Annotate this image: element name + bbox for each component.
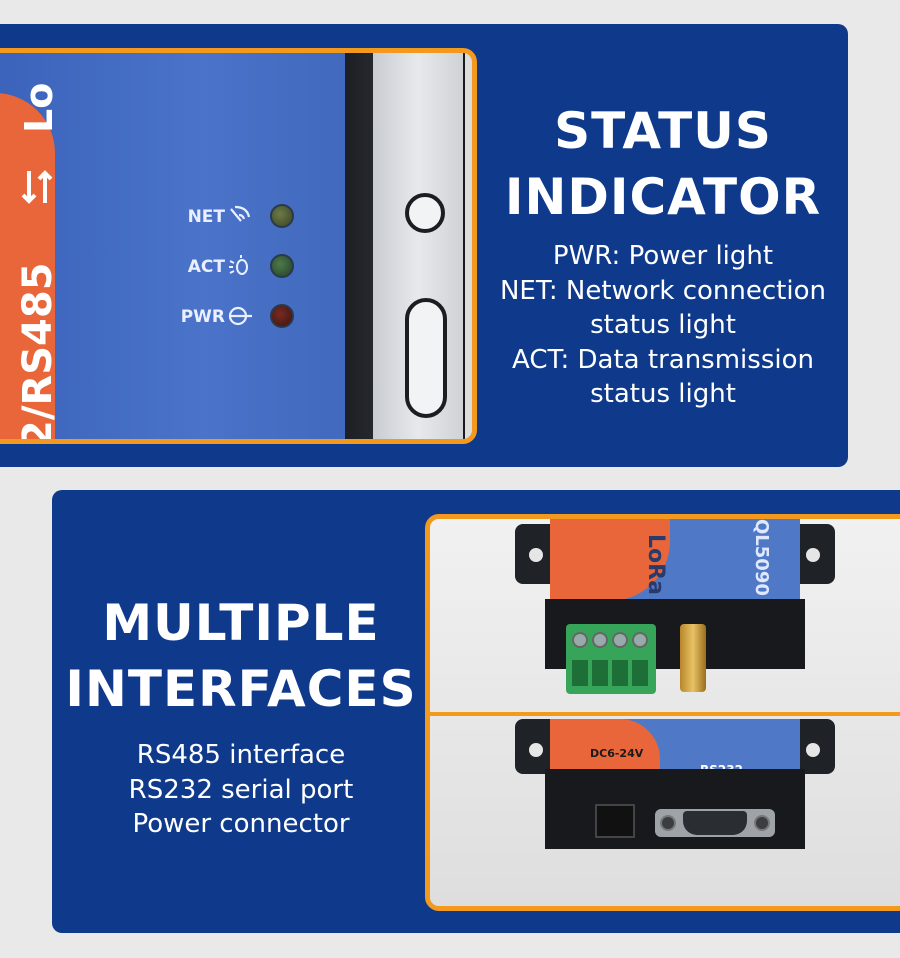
heading-line: INTERFACES (65, 660, 417, 718)
activity-bulb-icon (229, 255, 248, 275)
network-icon (230, 205, 251, 222)
device-side-label: 2/RS485 (15, 262, 61, 444)
model-label: QL5090 (751, 519, 772, 596)
status-indicator-heading: STATUS INDICATOR (478, 98, 848, 230)
db9-screw (754, 815, 770, 831)
db9-socket (683, 811, 747, 835)
description-line: NET: Network connection (499, 275, 826, 306)
description-line: RS232 serial port (128, 774, 354, 805)
led-net (270, 204, 294, 228)
heading-line: INDICATOR (504, 168, 822, 226)
description-line: status light (590, 310, 736, 340)
led-act (270, 254, 294, 278)
bracket-slot (405, 298, 447, 418)
led-label-act: ACT (187, 257, 225, 277)
multiple-interfaces-heading: MULTIPLE INTERFACES (52, 590, 430, 722)
status-indicator-photo: 2/RS485 Lo NET ACT PWR (0, 48, 477, 444)
device-orange-stripe (0, 93, 55, 439)
description-line: RS485 interface (136, 740, 346, 770)
bidirectional-arrow-icon (21, 170, 53, 204)
description-line: status light (590, 379, 736, 409)
device-face (0, 53, 345, 439)
db9-screw (660, 815, 676, 831)
description-line: Power connector (132, 809, 350, 839)
photo-divider (430, 712, 900, 716)
heading-line: MULTIPLE (102, 594, 380, 652)
interfaces-photo: LoRa QL5090 DC6-24V RS232 (425, 514, 900, 911)
power-label: DC6-24V (590, 747, 644, 760)
led-pwr (270, 304, 294, 328)
rs485-terminal-block (566, 624, 656, 694)
multiple-interfaces-description: RS485 interface RS232 serial port Power … (52, 738, 430, 842)
brand-label: LoRa (643, 534, 668, 595)
heading-line: STATUS (554, 102, 772, 160)
led-label-net: NET (187, 207, 225, 227)
bracket-hole (405, 193, 445, 233)
power-plug-icon (228, 306, 252, 326)
device-side-label-top: Lo (17, 82, 61, 133)
description-line: ACT: Data transmission (512, 344, 814, 375)
power-jack (595, 804, 635, 838)
description-line: PWR: Power light (552, 241, 774, 271)
antenna-connector (680, 624, 706, 692)
led-label-pwr: PWR (180, 307, 225, 327)
status-indicator-description: PWR: Power light NET: Network connection… (478, 239, 848, 412)
device-top-face-orange (550, 719, 660, 777)
